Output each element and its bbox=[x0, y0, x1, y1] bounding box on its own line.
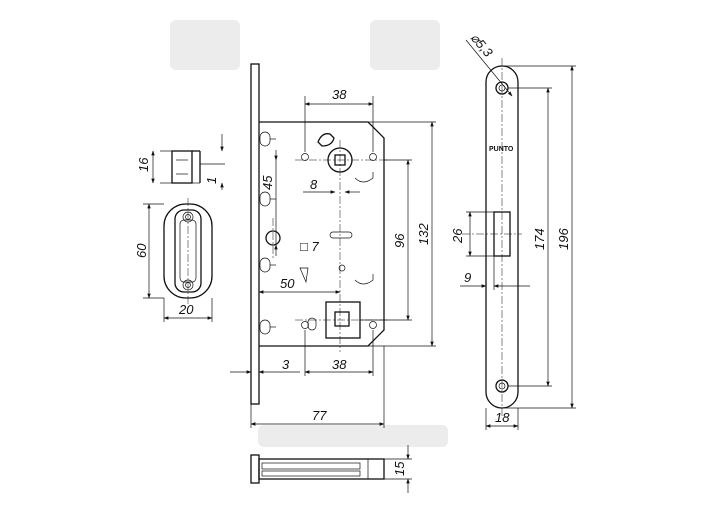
dim-spindle-offset: 45 bbox=[260, 175, 275, 190]
dim-keeper-height: 60 bbox=[134, 243, 149, 258]
dim-spindle-square: 8 bbox=[310, 177, 318, 192]
dim-turn-square: □ 7 bbox=[300, 239, 319, 254]
strike-keeper-front bbox=[143, 198, 213, 322]
lock-dimension-lines bbox=[230, 96, 436, 428]
dim-backset-bottom: 38 bbox=[332, 357, 347, 372]
dim-strike-lip: 1 bbox=[204, 177, 219, 184]
brand-logo-text: PUNTO bbox=[489, 146, 514, 153]
watermark bbox=[170, 20, 448, 447]
dim-backset-top: 38 bbox=[332, 87, 347, 102]
strike-side-view bbox=[151, 134, 225, 190]
dim-faceplate-width: 18 bbox=[495, 410, 510, 425]
dim-hole-diameter: ⌀5,3 bbox=[468, 30, 497, 60]
lock-top-view bbox=[250, 445, 412, 493]
faceplate bbox=[462, 58, 522, 416]
dim-keeper-width: 20 bbox=[178, 302, 194, 317]
dim-height-132: 132 bbox=[416, 223, 431, 245]
dim-faceplate-thickness: 3 bbox=[282, 357, 290, 372]
faceplate-dimension-lines bbox=[460, 39, 576, 430]
dim-latch-height: 26 bbox=[450, 228, 465, 244]
dim-latch-offset: 9 bbox=[464, 270, 471, 285]
dim-strike-depth: 16 bbox=[136, 157, 151, 172]
dim-centre-distance: 50 bbox=[280, 276, 295, 291]
lock-body bbox=[250, 63, 388, 405]
dim-fixing-distance: 174 bbox=[532, 228, 547, 250]
dim-case-thickness: 15 bbox=[392, 461, 407, 476]
dim-faceplate-length: 196 bbox=[556, 228, 571, 250]
dim-height-96: 96 bbox=[392, 233, 407, 248]
latch-slots bbox=[259, 131, 276, 335]
dim-case-depth: 77 bbox=[312, 408, 327, 423]
